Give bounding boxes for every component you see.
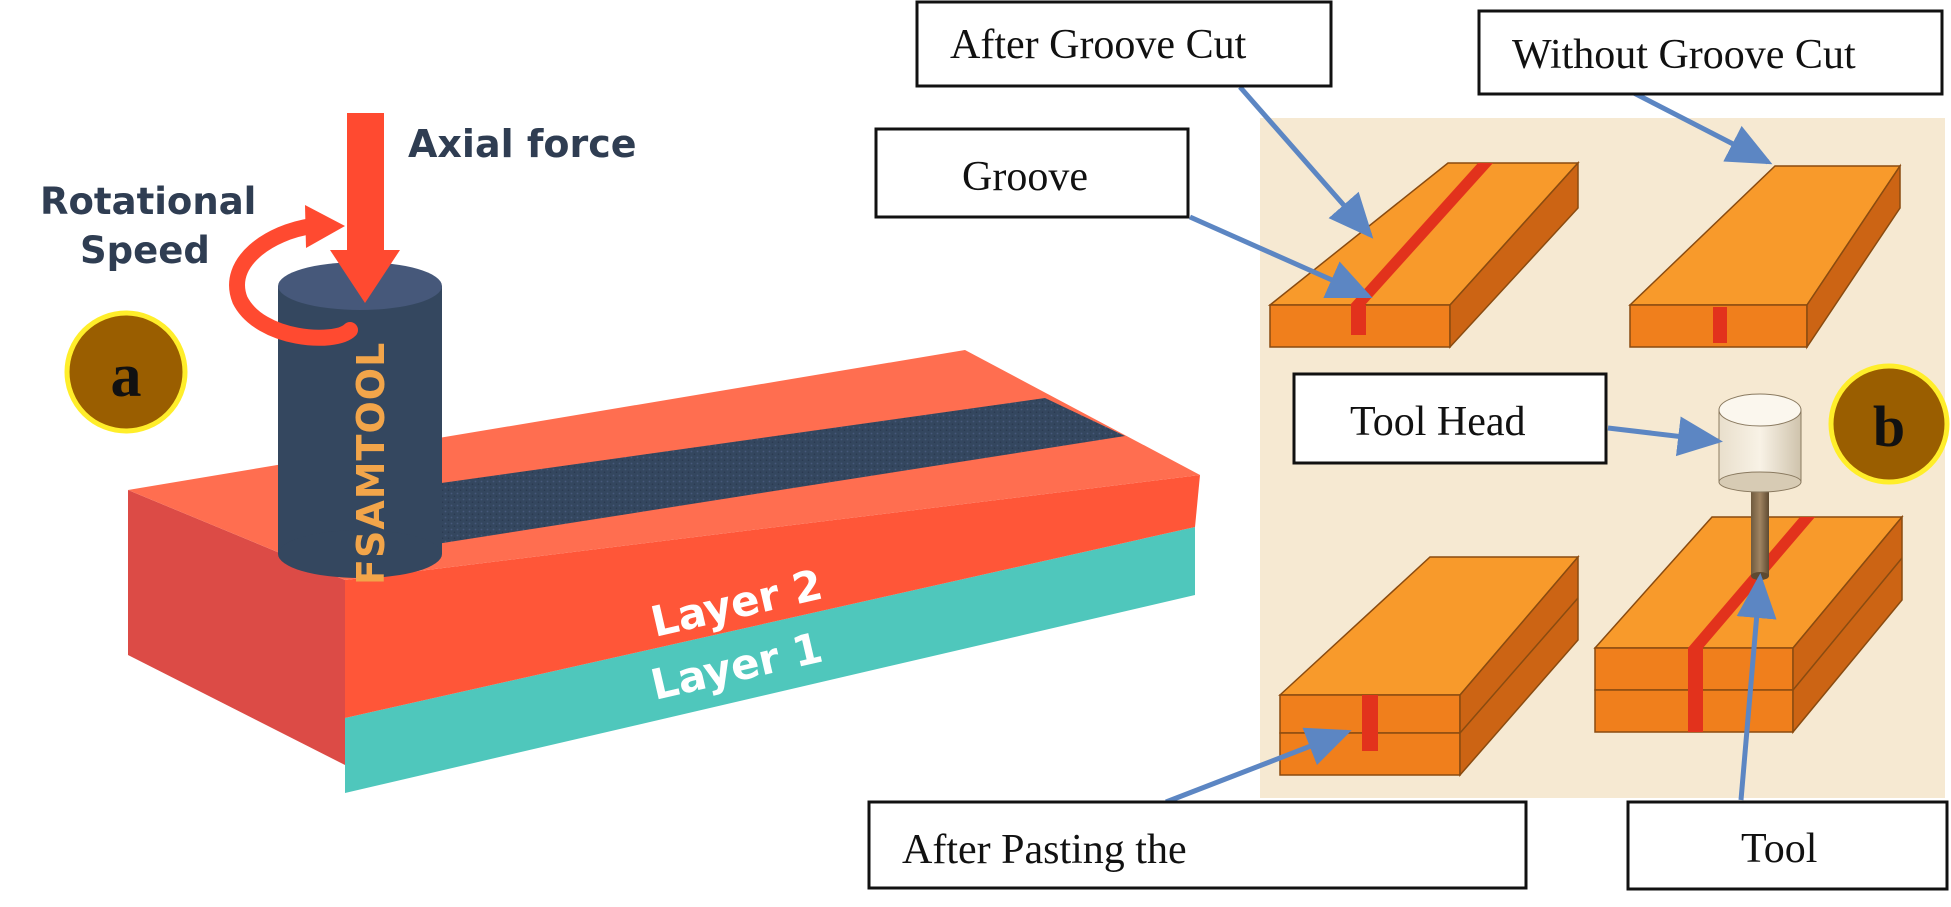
callout-groove-text: Groove xyxy=(962,154,1088,200)
fsam-tool: FSAMTOOL xyxy=(278,262,442,585)
callout-tool-text: Tool xyxy=(1741,826,1817,872)
callout-after-pasting: After Pasting the xyxy=(867,800,1528,890)
callout-tool: Tool xyxy=(1626,800,1949,891)
arrow-without-groove-cut xyxy=(1630,89,1773,165)
arrow-after-pasting xyxy=(1165,727,1352,805)
block-without-groove-cut xyxy=(1628,163,1902,350)
rotational-arrowhead xyxy=(305,205,345,248)
stir-track xyxy=(420,398,1125,545)
callout-groove: Groove xyxy=(874,127,1190,219)
tool-label: FSAMTOOL xyxy=(349,342,393,585)
rotational-speed-arrow xyxy=(229,218,358,346)
badge-b xyxy=(1828,363,1950,485)
callout-tool-head: Tool Head xyxy=(1292,372,1608,465)
rotational-label-line2: Speed xyxy=(80,229,210,272)
callout-tool-head-text: Tool Head xyxy=(1350,399,1526,445)
callout-arrows xyxy=(1165,85,1777,805)
arrow-tool-head xyxy=(1607,416,1723,457)
badge-b-label: b xyxy=(1873,394,1905,459)
callout-after-groove-cut: After Groove Cut xyxy=(915,0,1333,88)
callout-without-groove-cut-text: Without Groove Cut xyxy=(1512,32,1856,78)
rotational-label-line1: Rotational xyxy=(40,180,256,223)
badge-a-label: a xyxy=(111,342,142,410)
axial-force-arrowhead xyxy=(330,250,400,303)
callout-after-groove-cut-text: After Groove Cut xyxy=(950,22,1247,68)
callout-after-pasting-text: After Pasting the xyxy=(902,827,1187,873)
panel-a: FSAMTOOL Axial force Rotational Speed La… xyxy=(40,113,1200,793)
callout-boxes: After Groove Cut Without Groove Cut Groo… xyxy=(867,0,1949,891)
axial-force-label: Axial force xyxy=(408,122,637,166)
arrow-tool xyxy=(1736,573,1777,801)
axial-force-shaft xyxy=(347,113,384,253)
layer2-front-face xyxy=(345,475,1200,718)
callout-without-groove-cut: Without Groove Cut xyxy=(1477,9,1944,96)
arrow-groove xyxy=(1188,214,1373,299)
badge-a xyxy=(64,310,188,434)
tool-shaft xyxy=(1751,486,1769,576)
arrow-after-groove-cut xyxy=(1238,85,1374,239)
tool-assembly xyxy=(1718,393,1802,580)
layer1-front-face xyxy=(345,527,1195,793)
